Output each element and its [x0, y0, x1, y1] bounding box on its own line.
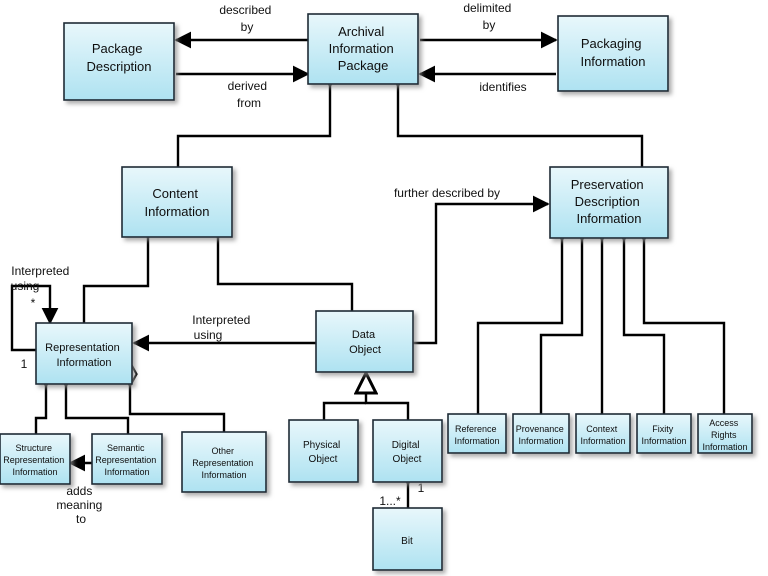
edge-physical-generalization [322, 401, 366, 420]
edge-aip-content [176, 86, 330, 167]
edge-pdi-access-rights [644, 240, 726, 414]
packaging-information-box: Packaging Information [557, 15, 669, 92]
structure-representation-information-box: Structure Representation Information [0, 433, 71, 485]
svg-text:Representation Informa: Representation Information [45, 342, 123, 369]
edge-aip-pdi [398, 86, 644, 167]
label-bit-many: 1...* [379, 494, 401, 508]
svg-text:Physical Object: Physical Object [303, 440, 343, 465]
archival-information-package-box: Archival Information Package [307, 13, 419, 85]
svg-text:Access Rights: Access Rights Information [702, 418, 747, 452]
label-described-by: described by [219, 3, 274, 34]
edge-content-dataobject [218, 238, 354, 311]
representation-information-box: Representation Information [35, 322, 133, 385]
edges [10, 31, 726, 508]
svg-text:Context Information: Context Information [580, 424, 625, 446]
label-identifies: identifies [479, 80, 526, 94]
svg-text:Reference Information: Reference Information [454, 424, 499, 446]
provenance-information-box: Provenance Information [512, 413, 570, 454]
boxes: Package Description Archival Information… [0, 13, 753, 571]
label-self-star: * [31, 296, 36, 310]
edge-pdi-reference [476, 240, 562, 414]
svg-text:Provenance Information: Provenance Information [516, 424, 567, 446]
semantic-representation-information-box: Semantic Representation Information [91, 433, 163, 485]
edge-pdi-fixity [624, 240, 666, 414]
other-representation-information-box: Other Representation Information [181, 431, 267, 493]
svg-text:Bit: Bit [401, 536, 413, 547]
label-further-described-by: further described by [394, 186, 500, 200]
svg-text:Preservation Descripti: Preservation Description Information [571, 177, 648, 226]
edge-repinfo-other [130, 386, 226, 432]
svg-text:Structure Representati: Structure Representation Information [3, 443, 67, 477]
preservation-description-information-box: Preservation Description Information [549, 166, 669, 239]
svg-text:Digital Object: Digital Object [392, 440, 423, 465]
svg-text:Archival Information: Archival Information Package [329, 24, 398, 73]
fixity-information-box: Fixity Information [636, 413, 692, 454]
context-information-box: Context Information [575, 413, 631, 454]
label-delimited-by: delimited by [463, 1, 514, 32]
label-bit-one: 1 [418, 481, 425, 495]
edge-self-interpreted-using [10, 284, 59, 352]
label-self-one: 1 [21, 357, 28, 371]
edge-further-described-by [413, 195, 550, 345]
svg-text:Package Description: Package Description [86, 41, 151, 74]
edge-labels: described by derived from delimited by i… [11, 1, 527, 526]
svg-text:Packaging Information: Packaging Information [580, 36, 645, 69]
edge-digital-generalization [366, 373, 410, 420]
svg-text:Other Representation: Other Representation Information [192, 446, 256, 480]
label-adds-meaning-to: adds meaning to [56, 484, 105, 526]
label-self-interpreted-using: Interpreted using [11, 264, 73, 293]
bit-box: Bit [372, 507, 443, 571]
label-interpreted-using: Interpreted using [192, 313, 253, 342]
access-rights-information-box: Access Rights Information [697, 413, 753, 454]
edge-pdi-provenance [539, 240, 582, 414]
svg-text:Semantic Representatio: Semantic Representation Information [95, 443, 159, 477]
physical-object-box: Physical Object [288, 419, 359, 483]
edge-content-repinfo [82, 238, 148, 323]
digital-object-box: Digital Object [372, 419, 443, 483]
content-information-box: Content Information [121, 166, 233, 238]
svg-text:Content Information: Content Information [144, 186, 209, 219]
reference-information-box: Reference Information [447, 413, 507, 454]
edge-repinfo-semantic [66, 386, 130, 434]
svg-text:Fixity Information: Fixity Information [641, 424, 686, 446]
label-derived-from: derived from [228, 79, 271, 110]
package-description-box: Package Description [63, 22, 175, 101]
svg-text:Data Object: Data Object [349, 329, 381, 356]
data-object-box: Data Object [315, 310, 414, 373]
edge-repinfo-structure [34, 386, 46, 434]
